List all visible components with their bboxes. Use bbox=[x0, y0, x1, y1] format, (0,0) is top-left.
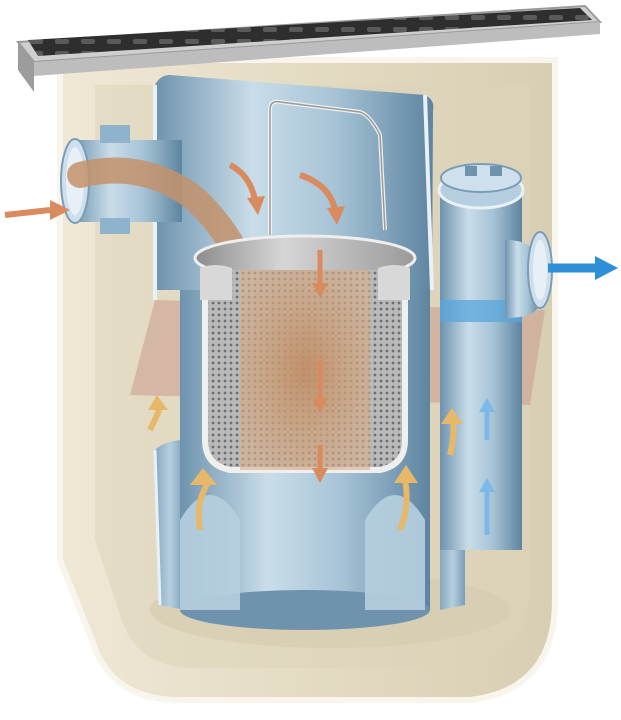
filter-basket-icon bbox=[193, 99, 417, 473]
flow-arrow-icon bbox=[4, 162, 618, 535]
grate-icon bbox=[16, 4, 603, 92]
arch-openings bbox=[180, 495, 425, 610]
inlet-pipe-icon bbox=[60, 125, 248, 263]
left-riser bbox=[153, 440, 185, 610]
